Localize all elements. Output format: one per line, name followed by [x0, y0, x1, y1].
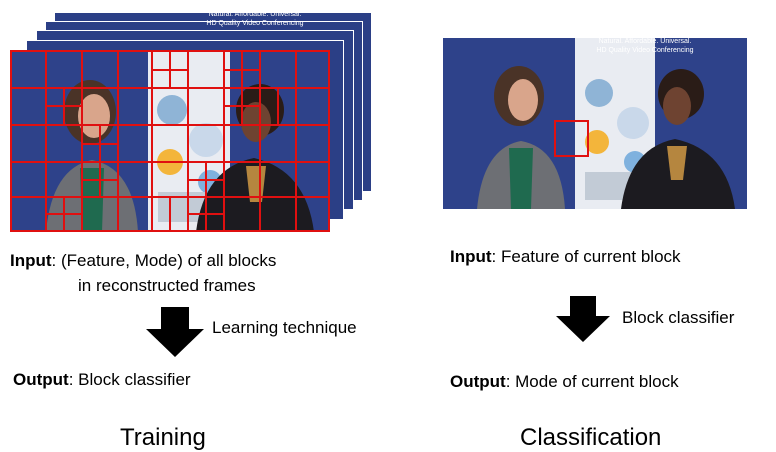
- stacked-frame-banner-text: Natural. Affordable. Universal. HD Quali…: [180, 10, 330, 28]
- training-output-label: Output: [13, 370, 69, 389]
- training-arrow-label: Learning technique: [212, 318, 357, 337]
- classification-frame-image: [443, 38, 747, 209]
- classification-arrow-label: Block classifier: [622, 308, 735, 327]
- training-input-line-2: in reconstructed frames: [78, 276, 256, 295]
- training-input-label: Input: [10, 251, 52, 270]
- classification-banner-text: Natural. Affordable. Universal. HD Quali…: [570, 37, 720, 55]
- banner-line-2: HD Quality Video Conferencing: [206, 20, 304, 27]
- classification-output-line: Output: Mode of current block: [450, 372, 679, 392]
- classification-output-label: Output: [450, 372, 506, 391]
- training-input-line-1: Input: (Feature, Mode) of all blocks: [10, 251, 276, 271]
- training-block-grid: [10, 50, 330, 232]
- training-output-text: : Block classifier: [68, 370, 191, 389]
- training-output-line: Output: Block classifier: [13, 370, 191, 390]
- classification-input-label: Input: [450, 247, 492, 266]
- classification-input-text: : Feature of current block: [491, 247, 681, 266]
- banner-line-2: HD Quality Video Conferencing: [596, 47, 694, 54]
- classification-input-line: Input: Feature of current block: [450, 247, 681, 267]
- banner-line-1: Natural. Affordable. Universal.: [208, 11, 302, 18]
- banner-line-1: Natural. Affordable. Universal.: [598, 38, 692, 45]
- classification-down-arrow: [556, 296, 610, 342]
- training-down-arrow: [146, 307, 204, 357]
- training-input-text: : (Feature, Mode) of all blocks: [51, 251, 277, 270]
- classification-output-text: : Mode of current block: [505, 372, 679, 391]
- current-block-highlight: [554, 120, 589, 157]
- training-title: Training: [120, 424, 206, 451]
- classification-title: Classification: [520, 424, 662, 451]
